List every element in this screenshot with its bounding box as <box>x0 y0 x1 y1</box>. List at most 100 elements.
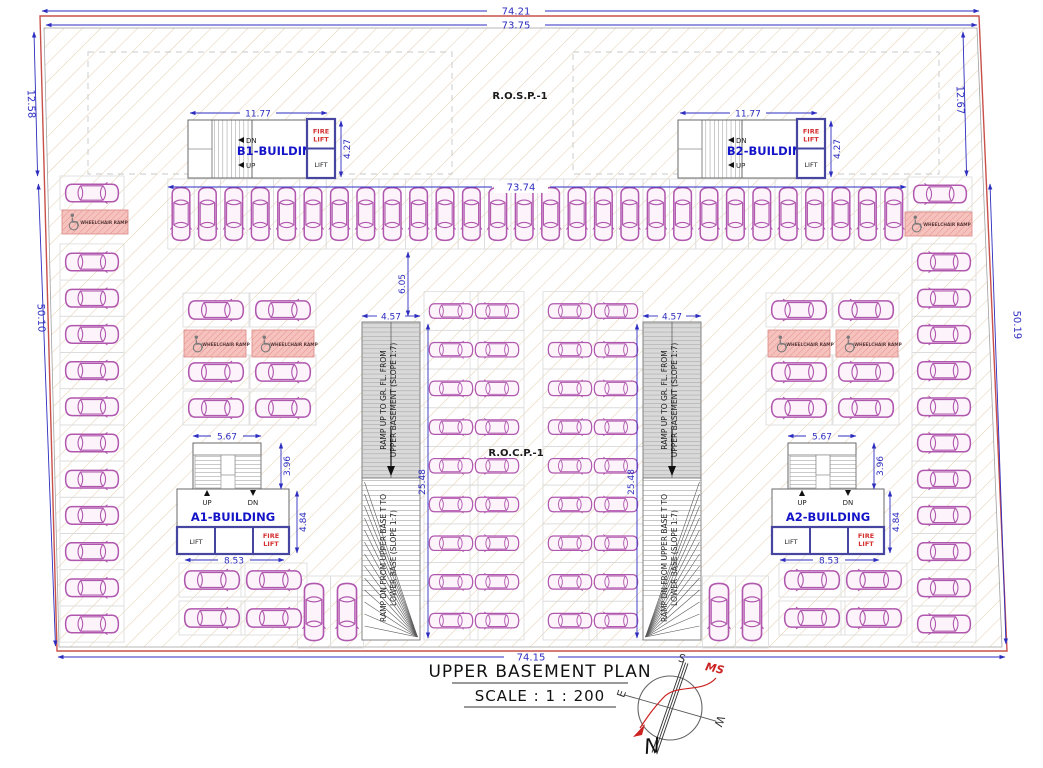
car <box>770 360 828 384</box>
ramp-dn-label-line1: RAMP DN FROM UPPER BASE T TO <box>379 494 388 622</box>
dn-label: DN <box>843 499 854 507</box>
car <box>837 298 895 322</box>
ramp-fan-line <box>364 565 418 638</box>
ramp-left: RAMP UP TO GR. FL. FROM UPPER BASEMENT (… <box>361 321 421 641</box>
car <box>593 417 639 437</box>
lift-block-a2 <box>770 525 886 556</box>
ramp-fan-line <box>364 493 418 638</box>
wheelchair-ramp-label: WHEELCHAIR RAMP <box>854 342 901 348</box>
car <box>245 568 303 592</box>
ramp-fan-line <box>364 517 418 638</box>
parking-bay <box>240 562 308 598</box>
wheelchair-ramp-right-edge: WHEELCHAIR RAMP <box>904 211 973 237</box>
dim-top-outer: 74.21 <box>502 7 531 18</box>
car <box>187 298 245 322</box>
up-label: UP <box>202 499 211 507</box>
dim-bottom: 74.15 <box>517 653 546 664</box>
car <box>64 467 120 491</box>
compass-red-arrowhead <box>633 724 645 737</box>
dim-ramp-width-right: 4.57 <box>662 313 682 323</box>
parking-bay <box>840 600 908 636</box>
ramp-fan-line <box>645 565 700 638</box>
ramp-fan-line <box>364 625 418 638</box>
dim-a1-lobby-depth: 4.84 <box>299 512 309 532</box>
dim-a2-stair-width: 5.67 <box>812 433 832 443</box>
lift-label: LIFT <box>189 538 202 546</box>
wheelchair-ramp-mid-left-1: WHEELCHAIR RAMP <box>183 329 250 358</box>
fire-lift-label2: LIFT <box>313 136 329 144</box>
car <box>474 301 520 321</box>
car <box>301 186 325 242</box>
ramp-fan-line <box>645 625 700 638</box>
wheelchair-ramp-label: WHEELCHAIR RAMP <box>786 342 833 348</box>
ramp-fan-line <box>364 541 418 638</box>
ramp-fan-line <box>645 529 700 638</box>
car <box>593 301 639 321</box>
wheelchair-ramp-mid-right-2: WHEELCHAIR RAMP <box>835 329 902 358</box>
parking-bay <box>911 605 977 643</box>
car <box>547 495 593 514</box>
car <box>334 582 360 642</box>
car <box>64 181 120 205</box>
parking-bay <box>249 292 317 328</box>
car <box>547 533 593 553</box>
car <box>195 186 219 242</box>
car <box>855 186 879 242</box>
ramp-fan-line <box>364 589 418 638</box>
ramp-direction-arrow <box>387 466 395 476</box>
dn-arrow-icon <box>238 137 244 143</box>
parking-bay <box>765 292 833 328</box>
building-a1: UP DN A1-BUILDING LIFT FIRE LIFT <box>175 442 291 556</box>
fire-lift-label: FIRE <box>263 532 279 540</box>
dim-ramp-length-right: 25.48 <box>627 469 637 495</box>
car <box>486 186 510 242</box>
car <box>916 250 972 274</box>
ramp-up-label-line1: RAMP UP TO GR. FL. FROM <box>379 350 388 449</box>
parking-bay <box>249 390 317 426</box>
zone-rosp-label: R.O.S.P.-1 <box>492 91 547 102</box>
car <box>547 301 593 321</box>
car <box>64 431 120 455</box>
car <box>783 568 841 592</box>
car <box>248 186 272 242</box>
car <box>916 286 972 310</box>
title-block: UPPER BASEMENT PLAN SCALE : 1 : 200 <box>428 662 651 708</box>
dn-label: DN <box>246 137 257 145</box>
parking-bay <box>182 390 250 426</box>
up-label: UP <box>736 162 745 170</box>
car <box>254 396 312 420</box>
dim-right-side: 50.19 <box>1011 310 1023 339</box>
tower-outline-left <box>87 51 453 175</box>
lobby-a2 <box>771 488 885 528</box>
car <box>187 396 245 420</box>
parking-bay <box>735 575 769 649</box>
dn-arrow-icon <box>728 137 734 143</box>
dim-a2-stair-depth: 3.96 <box>876 456 886 476</box>
wheelchair-ramp-label: WHEELCHAIR RAMP <box>202 342 249 348</box>
wheelchair-ramp-label: WHEELCHAIR RAMP <box>80 220 127 226</box>
car <box>433 186 457 242</box>
fire-lift-label2: LIFT <box>263 540 279 548</box>
car <box>912 182 968 206</box>
compass-north-label: N <box>643 733 662 759</box>
car <box>64 359 120 383</box>
car <box>187 360 245 384</box>
up-label: UP <box>246 162 255 170</box>
car <box>354 186 378 242</box>
parking-bay <box>765 390 833 426</box>
ramp-direction-arrow <box>668 466 676 476</box>
dim-b2-width: 11.77 <box>735 110 761 120</box>
compass-note: MS <box>704 660 725 677</box>
ramp-fan-line <box>645 541 700 638</box>
car <box>64 540 120 564</box>
car <box>539 186 563 242</box>
parking-bay <box>832 390 900 426</box>
car <box>916 431 972 455</box>
parking-bay <box>59 605 125 643</box>
dim-a2-lobby-depth: 4.84 <box>892 512 902 532</box>
car <box>64 576 120 600</box>
up-arrow-icon <box>799 490 805 496</box>
car <box>169 186 193 242</box>
car <box>222 186 246 242</box>
